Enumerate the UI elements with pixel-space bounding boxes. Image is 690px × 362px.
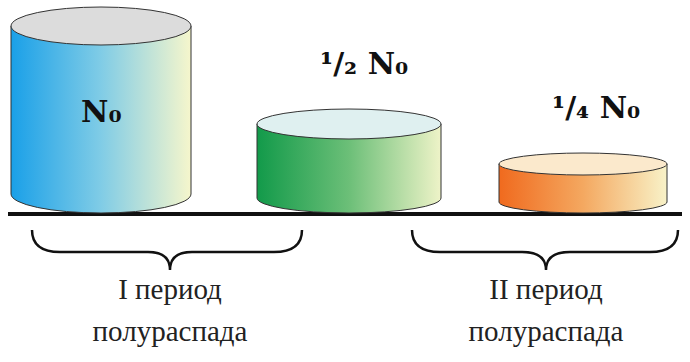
cylinder: N₀ (10, 6, 192, 214)
cylinder: ¹/₂ N₀ (256, 108, 442, 214)
cylinder-body (11, 26, 191, 213)
cylinder: ¹/₄ N₀ (498, 152, 668, 214)
bracket (412, 230, 678, 270)
quantity-label: N₀ (81, 94, 122, 129)
quantity-label: ¹/₂ N₀ (320, 46, 408, 81)
cylinder-shape (498, 152, 668, 214)
cylinder-top (499, 153, 667, 175)
bracket (32, 230, 302, 270)
period-label: II период полураспада (426, 268, 666, 352)
period-label: I период полураспада (50, 268, 290, 352)
quantity-label: ¹/₄ N₀ (552, 90, 640, 125)
cylinder-top (11, 7, 191, 45)
cylinder-shape (256, 108, 442, 214)
cylinder-top (257, 109, 441, 139)
